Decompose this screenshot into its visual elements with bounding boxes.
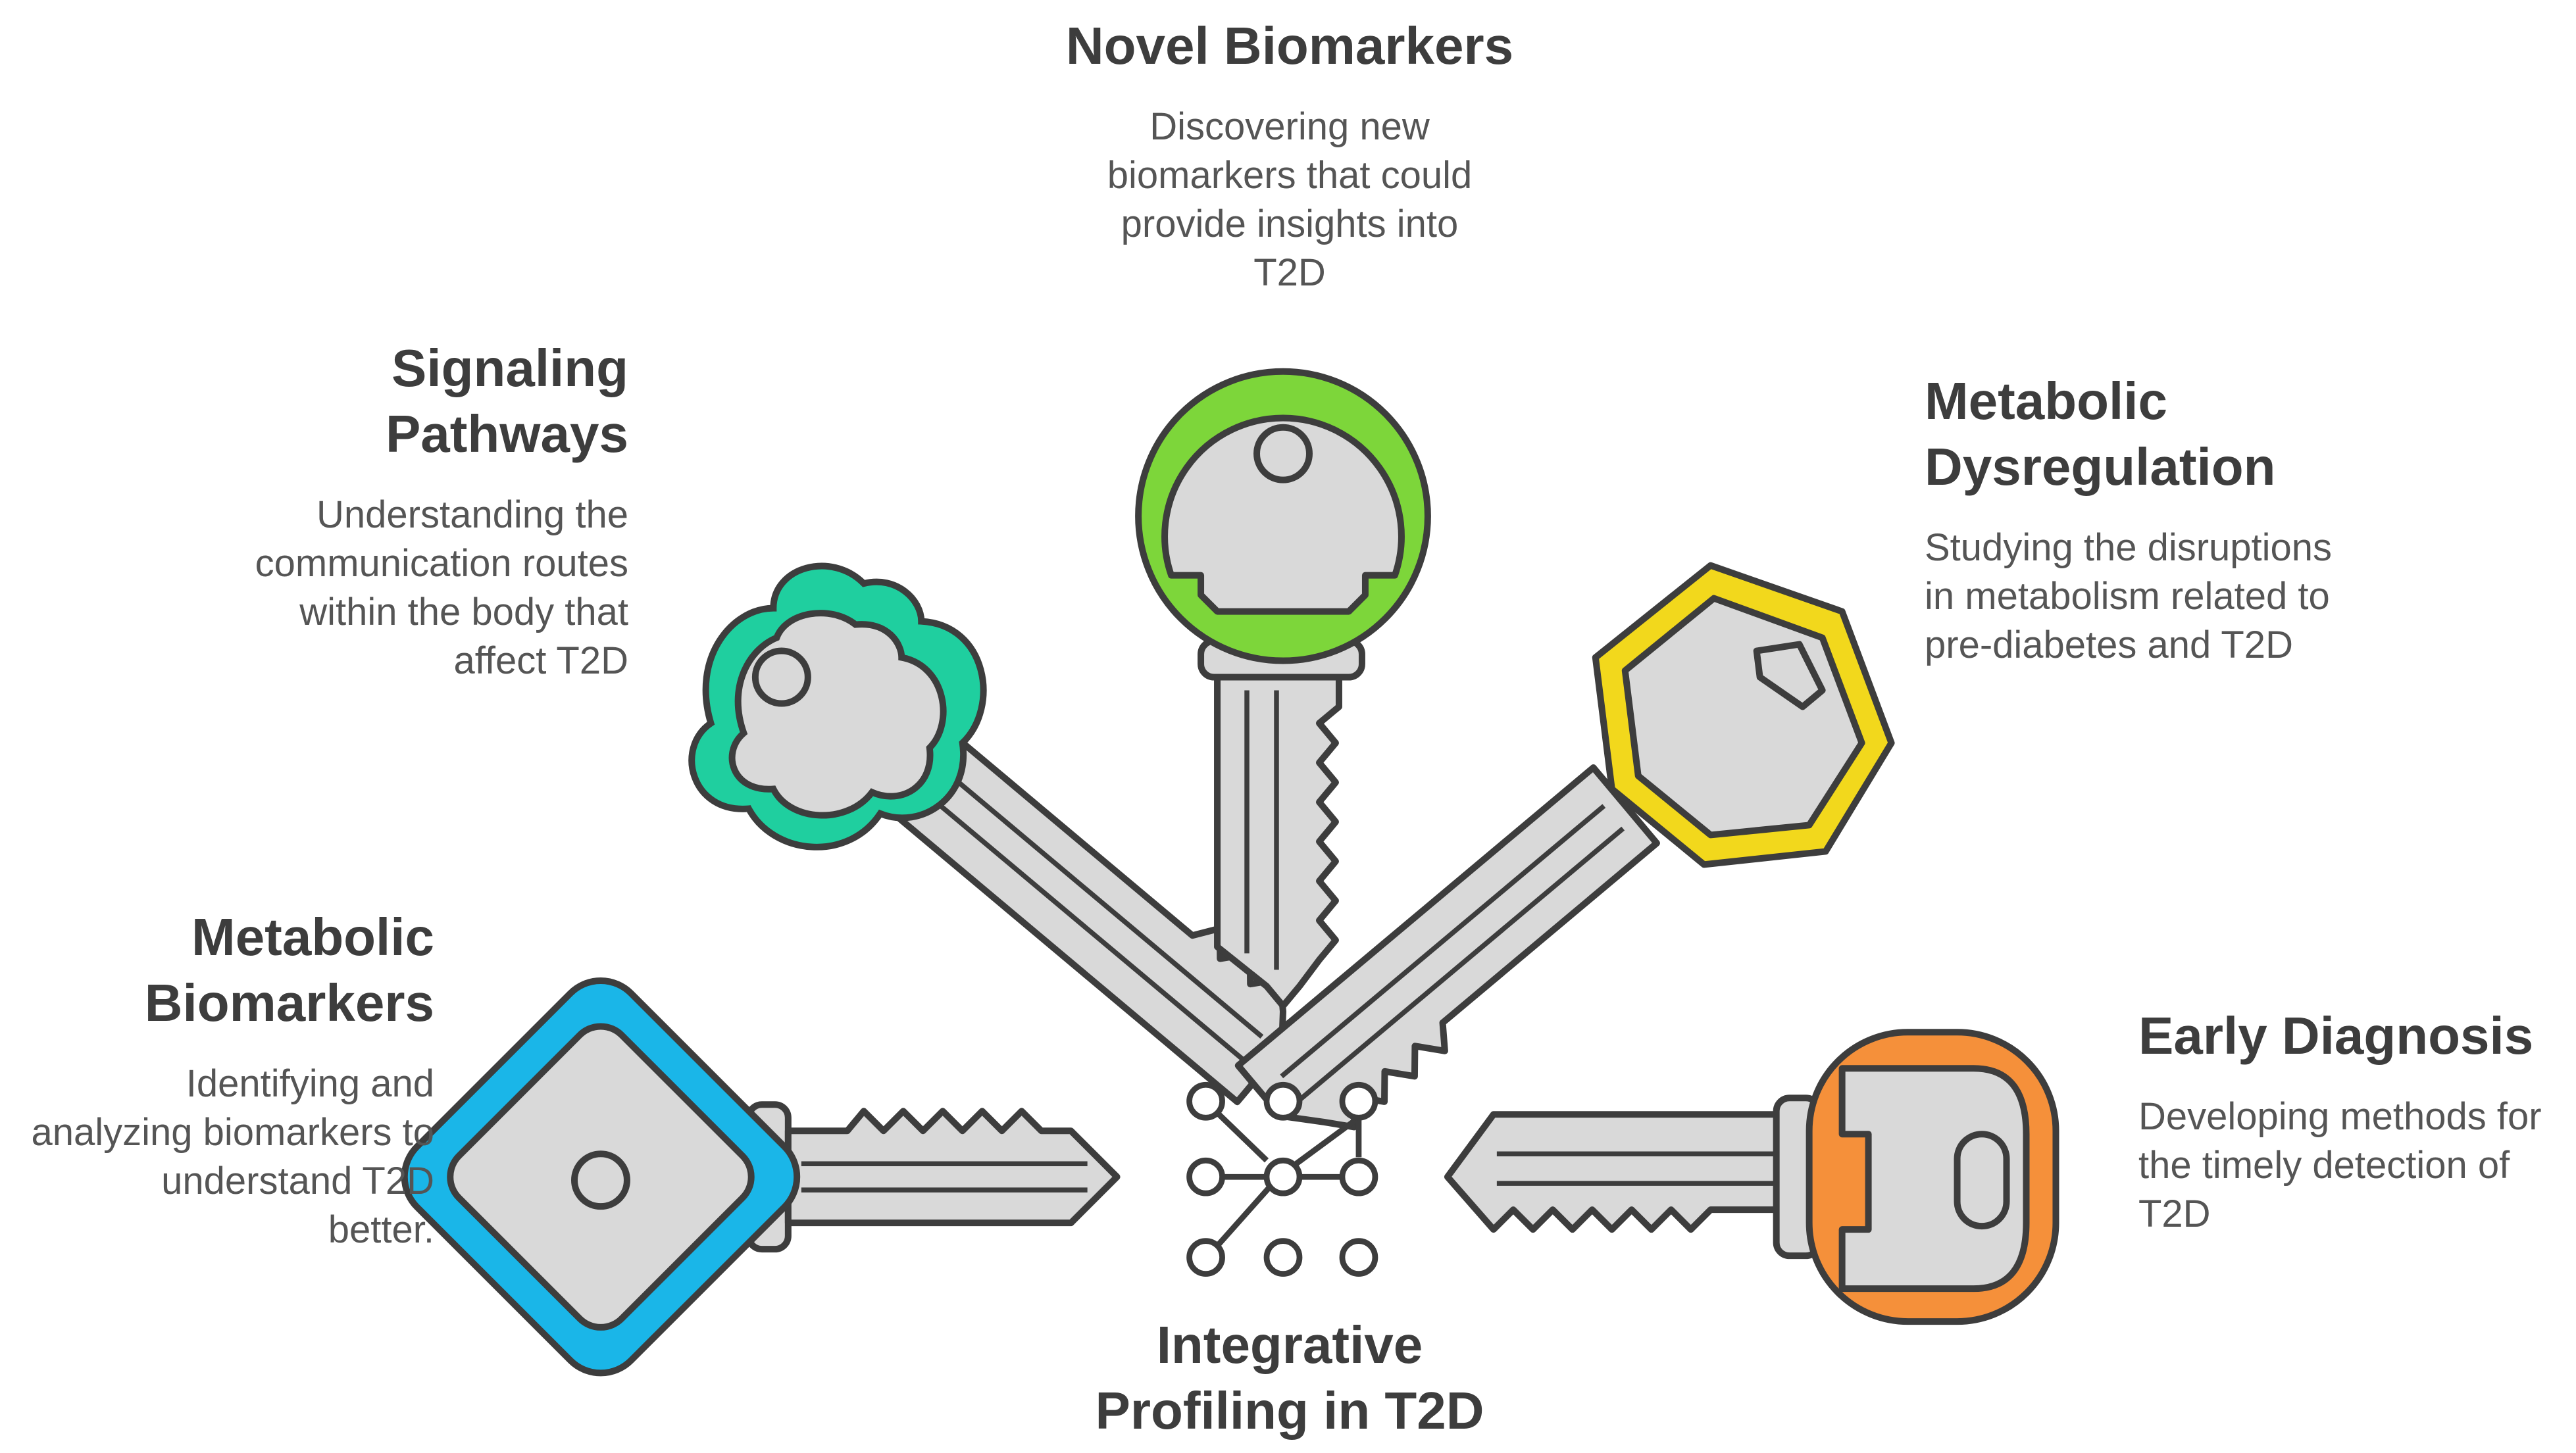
- item-title: Metabolic Dysregulation: [1925, 372, 2276, 496]
- item-title: Novel Biomarkers: [1065, 16, 1514, 75]
- item-signaling-pathways: Signaling Pathways Understanding the com…: [132, 335, 628, 685]
- item-description: Identifying and analyzing biomarkers to …: [31, 1062, 434, 1251]
- item-description: Understanding the communication routes w…: [255, 493, 628, 682]
- item-early-diagnosis: Early Diagnosis Developing methods for t…: [2138, 1003, 2566, 1239]
- diamond-key-icon: [401, 977, 1121, 1377]
- network-nodes-icon: [1186, 1081, 1378, 1277]
- item-description: Studying the disruptions in metabolism r…: [1925, 526, 2333, 666]
- item-title: Signaling Pathways: [385, 339, 628, 463]
- cloud-key-icon: [688, 562, 1286, 1106]
- item-description: Developing methods for the timely detect…: [2138, 1095, 2542, 1235]
- item-title: Early Diagnosis: [2138, 1006, 2534, 1065]
- item-novel-biomarkers: Novel Biomarkers Discovering new biomark…: [954, 13, 1625, 297]
- item-description: Discovering new biomarkers that could pr…: [1107, 105, 1473, 294]
- round-key-icon: [1135, 368, 1431, 1010]
- item-metabolic-dysregulation: Metabolic Dysregulation Studying the dis…: [1925, 368, 2517, 670]
- rounded-rect-key-icon: [1444, 1029, 2059, 1325]
- item-metabolic-biomarkers: Metabolic Biomarkers Identifying and ana…: [0, 904, 434, 1254]
- item-title: Metabolic Biomarkers: [144, 908, 434, 1032]
- center-title: Integrative Profiling in T2D: [1095, 1316, 1484, 1440]
- center-title-block: Integrative Profiling in T2D: [987, 1312, 1592, 1444]
